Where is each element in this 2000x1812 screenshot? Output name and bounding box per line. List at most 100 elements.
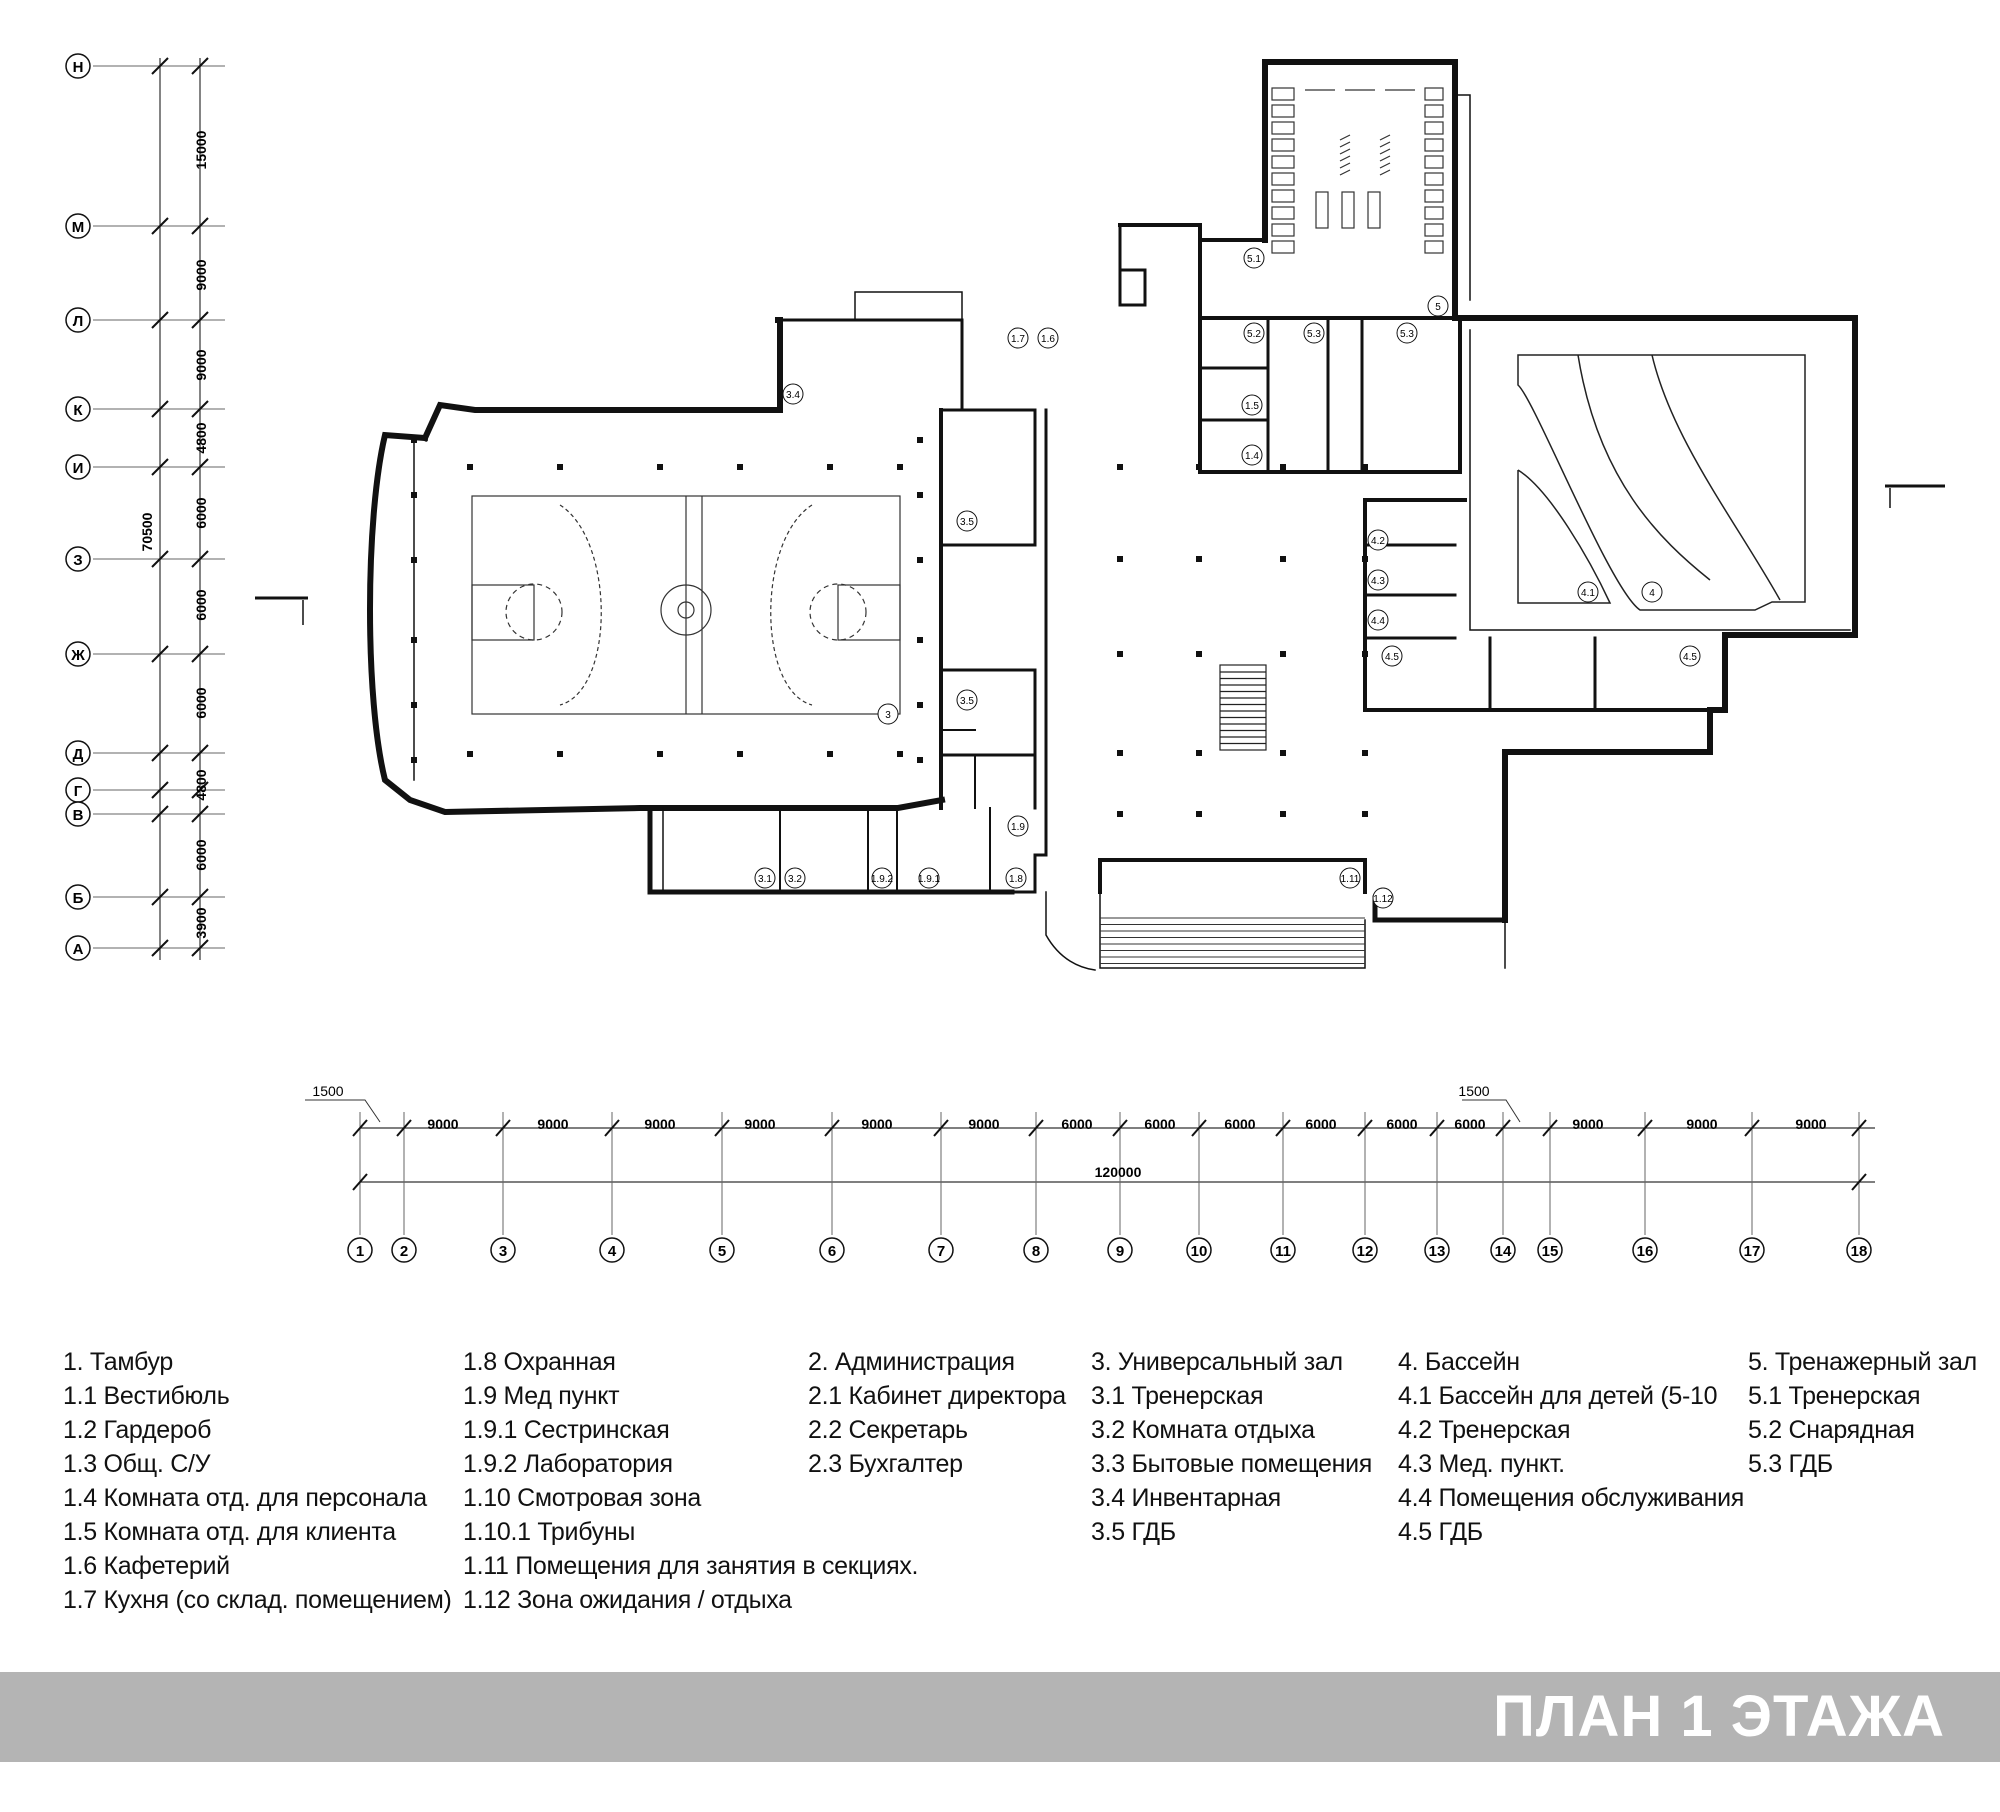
legend-item: 5.3 ГДБ [1748, 1450, 1833, 1478]
legend-item: 1.11 Помещения для занятия в секциях. [463, 1552, 919, 1580]
col-axis-label: 8 [1032, 1243, 1040, 1260]
entry-stairs [1100, 917, 1365, 964]
row-tick [151, 805, 169, 823]
row-dimension: 4800 [193, 422, 209, 453]
col-axis-label: 5 [718, 1243, 726, 1260]
row-dimension: 3900 [193, 907, 209, 938]
room-tag-bubble [784, 867, 806, 889]
legend-item: 3. Универсальный зал [1091, 1348, 1343, 1376]
col-axis-bubble [1537, 1237, 1563, 1263]
col-tick [604, 1119, 620, 1137]
col-dimension: 9000 [537, 1116, 568, 1132]
col-axis-bubble [819, 1237, 845, 1263]
room-tag-label: 3.5 [960, 696, 974, 707]
room-tag-bubble [1005, 867, 1027, 889]
legend-item: 3.2 Комната отдыха [1091, 1416, 1315, 1444]
col-tick [1191, 1119, 1207, 1137]
col-tick [1637, 1119, 1653, 1137]
gym-equipment [1271, 87, 1444, 254]
legend-item: 3.1 Тренерская [1091, 1382, 1264, 1410]
legend-item: 1.9.1 Сестринская [463, 1416, 670, 1444]
row-dimension: 9000 [193, 349, 209, 380]
room-tag-label: 1.6 [1041, 334, 1055, 345]
row-grid-axis: НМЛКИЗЖДГВБА1500090009000480060006000600… [65, 53, 225, 961]
room-tag-bubble [956, 510, 978, 532]
room-tag-bubble [1241, 444, 1263, 466]
col-dimension: 9000 [1686, 1116, 1717, 1132]
col-dimension: 9000 [644, 1116, 675, 1132]
legend-item: 4.4 Помещения обслуживания [1398, 1484, 1745, 1512]
section-marker-left [255, 596, 308, 625]
col-axis-label: 7 [937, 1243, 945, 1260]
col-tick [1028, 1119, 1044, 1137]
row-axis-label: М [72, 219, 85, 236]
room-tag-label: 3.1 [758, 874, 772, 885]
plan-title: ПЛАН 1 ЭТАЖА [1493, 1684, 1945, 1749]
room-tag-label: 1.9.1 [918, 874, 941, 885]
room-tag-label: 5.3 [1307, 329, 1321, 340]
col-axis-bubble [599, 1237, 625, 1263]
row-dimension: 6000 [193, 589, 209, 620]
col-axis-bubble [490, 1237, 516, 1263]
row-axis-label: Ж [70, 647, 85, 664]
room-tag-label: 3.2 [788, 874, 802, 885]
room-tag-label: 4.4 [1371, 616, 1385, 627]
row-tick [191, 744, 209, 762]
col-tick [352, 1173, 368, 1191]
room-tag-label: 1.8 [1009, 874, 1023, 885]
row-axis-bubble [65, 801, 91, 827]
room-tag-label: 4.5 [1683, 652, 1697, 663]
legend-item: 4.5 ГДБ [1398, 1518, 1483, 1546]
legend-item: 1.10 Смотровая зона [463, 1484, 701, 1512]
row-dimension: 6000 [193, 687, 209, 718]
room-tag-bubble [1339, 867, 1361, 889]
room-tag-bubble [1243, 322, 1265, 344]
row-dimension: 6000 [193, 497, 209, 528]
col-axis-bubble [1023, 1237, 1049, 1263]
legend-item: 1.3 Общ. С/У [63, 1450, 211, 1478]
col-axis-label: 4 [608, 1243, 617, 1260]
room-tag-label: 1.12 [1373, 894, 1393, 905]
room-tag-bubble [1641, 581, 1663, 603]
room-tag-bubble [1367, 569, 1389, 591]
legend-item: 1.2 Гардероб [63, 1416, 212, 1444]
legend-item: 5. Тренажерный зал [1748, 1348, 1977, 1376]
col-small-dimension: 1500 [312, 1083, 343, 1099]
col-tick [1851, 1173, 1867, 1191]
section-marker-right [1885, 484, 1945, 508]
legend-item: 2.1 Кабинет директора [808, 1382, 1066, 1410]
room-tag-bubble [1367, 529, 1389, 551]
room-tag-bubble [1007, 815, 1029, 837]
row-axis-bubble [65, 546, 91, 572]
col-tick [1744, 1119, 1760, 1137]
col-tick [824, 1119, 840, 1137]
row-total-dimension: 70500 [139, 512, 155, 551]
room-tag-bubble [1303, 322, 1325, 344]
room-tag-bubble [1037, 327, 1059, 349]
legend-item: 5.1 Тренерская [1748, 1382, 1921, 1410]
row-tick [151, 888, 169, 906]
row-tick [191, 805, 209, 823]
col-axis-bubble [1107, 1237, 1133, 1263]
row-axis-bubble [65, 641, 91, 667]
legend-item: 2. Администрация [808, 1348, 1015, 1376]
room-tag-label: 1.7 [1011, 334, 1025, 345]
col-axis-label: 1 [356, 1243, 364, 1260]
row-tick [151, 550, 169, 568]
row-axis-bubble [65, 454, 91, 480]
col-dimension: 9000 [861, 1116, 892, 1132]
col-axis-label: 16 [1637, 1243, 1654, 1260]
row-axis-bubble [65, 884, 91, 910]
legend-item: 4.1 Бассейн для детей (5-10 [1398, 1382, 1718, 1410]
row-dimension: 4800 [193, 769, 209, 800]
room-tag-bubble [782, 383, 804, 405]
row-tick [191, 311, 209, 329]
row-axis-label: Д [73, 746, 84, 763]
room-tag-label: 4 [1649, 588, 1655, 599]
col-axis-bubble [347, 1237, 373, 1263]
room-tag-label: 4.5 [1385, 652, 1399, 663]
room-tag-bubble [877, 703, 899, 725]
legend-item: 3.5 ГДБ [1091, 1518, 1176, 1546]
room-tag-bubble [1007, 327, 1029, 349]
